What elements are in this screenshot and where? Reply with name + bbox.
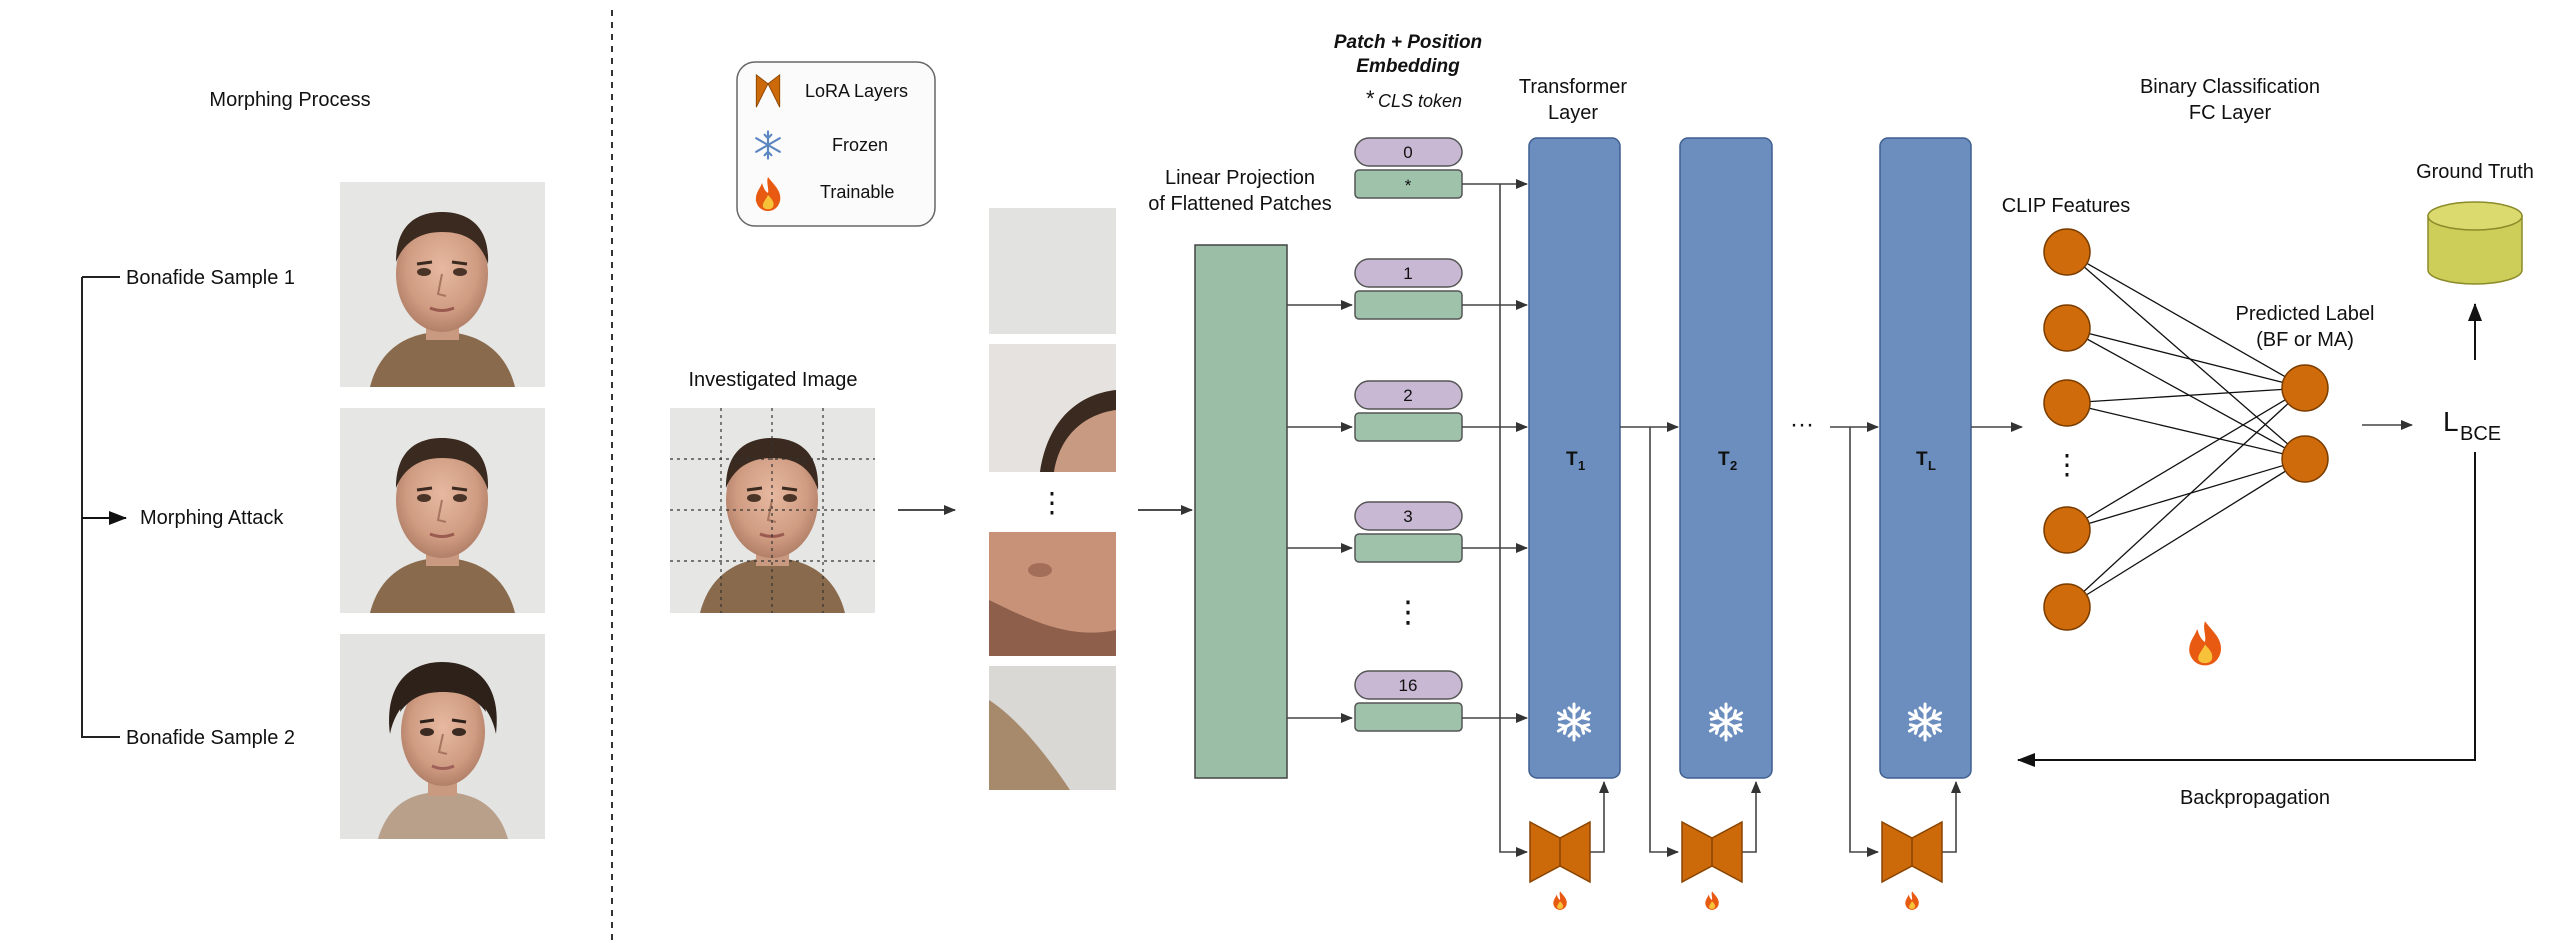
patch-grid — [670, 408, 875, 613]
lora-bowtie-icon — [1681, 821, 1743, 883]
projection-label-line2: of Flattened Patches — [1148, 193, 1331, 215]
clip-features-label: CLIP Features — [2002, 195, 2131, 217]
morphing-bracket — [81, 276, 120, 738]
token-0: 0 * — [1354, 137, 1463, 199]
linear-projection-block — [1194, 244, 1288, 779]
morphing-attack-label: Morphing Attack — [140, 507, 284, 529]
predicted-label-line1: Predicted Label — [2236, 303, 2375, 325]
token-2: 2 — [1354, 380, 1463, 442]
svg-text:3: 3 — [1403, 507, 1412, 526]
flame-icon — [1905, 891, 1919, 910]
legend-frozen-label: Frozen — [832, 135, 888, 155]
predicted-label-line2: (BF or MA) — [2256, 329, 2354, 351]
svg-text:2: 2 — [1403, 386, 1412, 405]
svg-text:BCE: BCE — [2460, 423, 2501, 445]
morphing-attack-image — [340, 408, 545, 613]
svg-text:T: T — [1566, 449, 1578, 470]
token-3: 3 — [1354, 501, 1463, 563]
svg-text:16: 16 — [1399, 676, 1418, 695]
legend-box — [736, 61, 936, 227]
bonafide-sample-2-image — [340, 634, 545, 839]
patch-1 — [989, 208, 1116, 334]
legend-lora-label: LoRA Layers — [805, 81, 908, 101]
patch-3 — [989, 532, 1116, 656]
svg-text:T: T — [1718, 449, 1730, 470]
transformer-layer-1: T 1 — [1528, 137, 1621, 779]
svg-text:T: T — [1916, 449, 1928, 470]
cls-star: * — [1366, 86, 1375, 111]
clip-feature-nodes — [2043, 228, 2091, 631]
transformer-layer-2: T 2 — [1679, 137, 1773, 779]
transformer-title-line1: Transformer — [1519, 76, 1628, 98]
transformer-title-line2: Layer — [1548, 102, 1598, 124]
classifier-title-line2: FC Layer — [2189, 102, 2272, 124]
svg-text:2: 2 — [1730, 458, 1737, 473]
flame-icon — [1553, 891, 1567, 910]
projection-label-line1: Linear Projection — [1165, 167, 1315, 189]
patches-dots: ⋮ — [1038, 487, 1066, 518]
cls-marker: * — [1405, 176, 1412, 195]
output-nodes — [2281, 364, 2329, 483]
token-dots: ⋮ — [1393, 596, 1423, 629]
svg-text:1: 1 — [1403, 264, 1412, 283]
investigated-image-label: Investigated Image — [689, 369, 858, 391]
token-1: 1 — [1354, 258, 1463, 320]
lora-bowtie-icon — [755, 73, 781, 108]
classifier-title-line1: Binary Classification — [2140, 76, 2320, 98]
layer-dots: ··· — [1790, 411, 1814, 438]
bonafide-sample-2-label: Bonafide Sample 2 — [126, 727, 295, 749]
snowflake-icon — [755, 130, 781, 160]
morphing-title: Morphing Process — [209, 89, 370, 111]
ground-truth-label: Ground Truth — [2416, 161, 2534, 183]
bonafide-sample-1-label: Bonafide Sample 1 — [126, 267, 295, 289]
legend-trainable-label: Trainable — [820, 182, 894, 202]
backpropagation-arrow — [2017, 452, 2476, 767]
token-16: 16 — [1354, 670, 1463, 732]
flame-icon — [1705, 891, 1719, 910]
bonafide-sample-1-image — [340, 182, 545, 387]
layer-connection-arrows — [1590, 422, 2023, 857]
transformer-layer-L: T L — [1879, 137, 1972, 779]
fc-connections — [2066, 251, 2306, 608]
patch-2 — [989, 344, 1116, 472]
lora-bowtie-icon — [1881, 821, 1943, 883]
flame-icon — [2189, 621, 2222, 666]
projection-to-token-arrows — [1287, 300, 1353, 723]
embedding-title-line1: Patch + Position — [1334, 32, 1482, 53]
backpropagation-label: Backpropagation — [2180, 787, 2330, 809]
patch-4 — [989, 666, 1116, 790]
loss-bce: L BCE — [2443, 406, 2501, 445]
svg-text:L: L — [1928, 458, 1936, 473]
svg-text:L: L — [2443, 406, 2459, 437]
clip-feature-dots: ⋮ — [2053, 449, 2081, 480]
embedding-title-line2: Embedding — [1356, 56, 1460, 77]
lora-bowtie-icon — [1529, 821, 1591, 883]
svg-text:1: 1 — [1578, 458, 1585, 473]
svg-text:0: 0 — [1403, 143, 1412, 162]
ground-truth-database — [2427, 201, 2523, 285]
token-to-transformer-arrows — [1462, 179, 1528, 857]
cls-token-label: CLS token — [1378, 91, 1462, 111]
